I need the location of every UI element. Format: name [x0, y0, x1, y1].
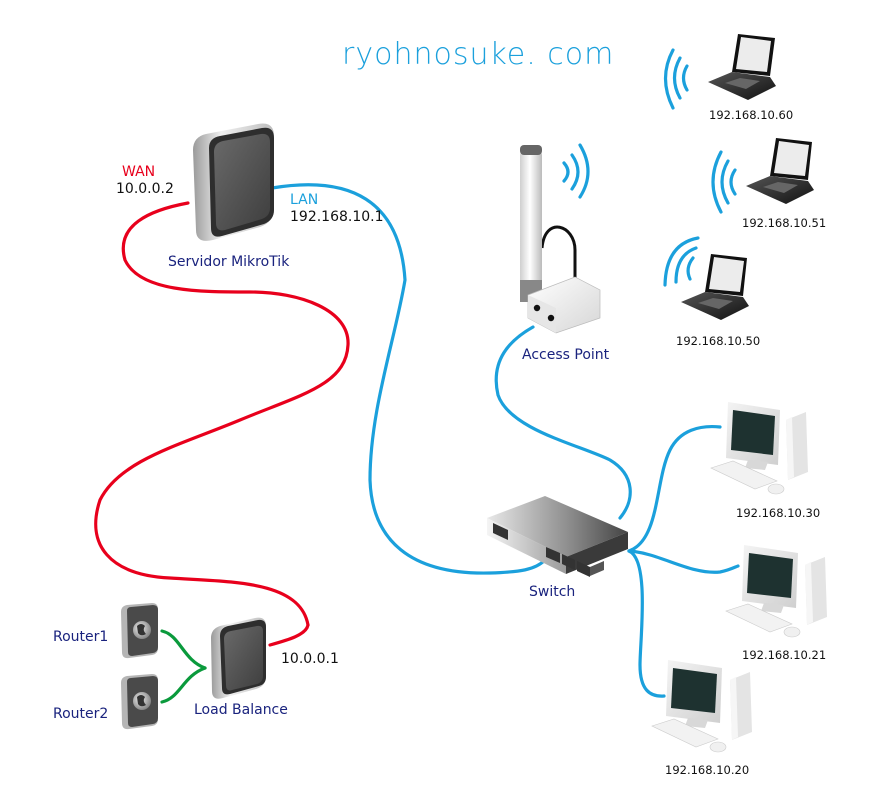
laptop-ip: 192.168.10.60 — [709, 108, 793, 122]
desktop-2[interactable]: 192.168.10.21 — [725, 545, 827, 662]
lan-cable-mikrotik-switch — [270, 183, 547, 575]
router-1[interactable]: Router1 — [53, 603, 158, 659]
brand-title: ryohnosuke. com — [342, 37, 614, 72]
router-label: Router1 — [53, 629, 108, 645]
desktop-ip: 192.168.10.20 — [665, 763, 749, 777]
desktop-ip: 192.168.10.21 — [742, 648, 826, 662]
wifi-waves-icon — [663, 236, 700, 287]
wan-cable — [94, 201, 350, 627]
switch-label: Switch — [529, 584, 575, 600]
load-balance-icon[interactable] — [211, 617, 266, 699]
desktop-ip: 192.168.10.30 — [736, 506, 820, 520]
desktop-icon — [725, 545, 827, 638]
load-balance-ip: 10.0.0.1 — [281, 651, 339, 667]
laptop-icon — [708, 34, 776, 100]
globe-router-icon — [121, 674, 158, 730]
desktop-icon — [651, 660, 752, 753]
laptop-2[interactable]: 192.168.10.51 — [711, 138, 826, 230]
router-2[interactable]: Router2 — [53, 674, 158, 730]
router-label: Router2 — [53, 706, 108, 722]
wan-cable-end — [268, 623, 310, 647]
mikrotik-label: Servidor MikroTik — [168, 254, 290, 270]
cables-switch-desktops — [627, 424, 740, 698]
desktop-icon — [710, 402, 808, 495]
router-cables — [160, 629, 207, 704]
access-point-icon[interactable] — [520, 145, 601, 334]
mikrotik-server-icon[interactable] — [193, 123, 274, 241]
laptop-ip: 192.168.10.51 — [742, 216, 826, 230]
cable-ap-switch — [494, 325, 632, 520]
lan-ip-label: 192.168.10.1 — [290, 209, 384, 225]
desktop-3[interactable]: 192.168.10.20 — [651, 660, 752, 777]
desktop-1[interactable]: 192.168.10.30 — [710, 402, 820, 520]
globe-router-icon — [121, 603, 158, 659]
access-point-label: Access Point — [522, 347, 610, 363]
lan-label: LAN — [290, 192, 318, 208]
load-balance-label: Load Balance — [194, 702, 288, 718]
laptop-ip: 192.168.10.50 — [676, 334, 760, 348]
switch-icon[interactable] — [487, 496, 628, 577]
laptop-icon — [681, 254, 749, 320]
wifi-waves-icon — [663, 48, 689, 110]
wifi-waves-icon — [711, 150, 737, 214]
laptop-icon — [746, 138, 814, 204]
wan-ip-label: 10.0.0.2 — [116, 181, 174, 197]
wifi-waves-icon — [562, 143, 590, 199]
laptop-1[interactable]: 192.168.10.60 — [663, 34, 794, 122]
laptop-3[interactable]: 192.168.10.50 — [663, 236, 760, 348]
wan-label: WAN — [122, 164, 155, 180]
